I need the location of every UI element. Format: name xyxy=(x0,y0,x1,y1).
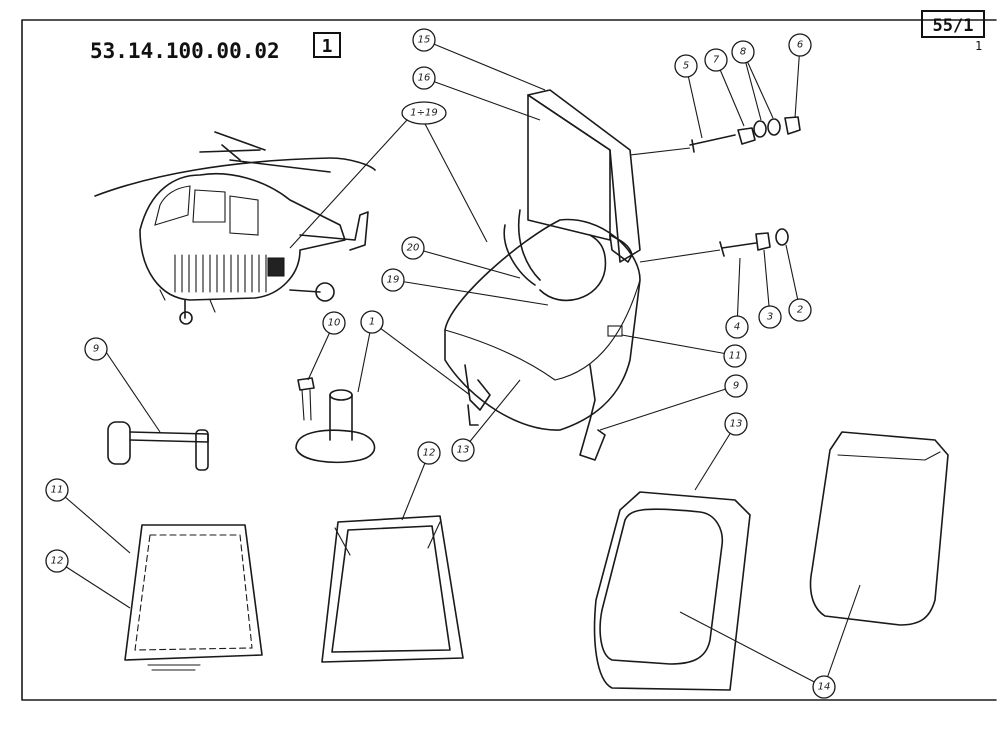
svg-text:19: 19 xyxy=(387,275,400,286)
socket-part-illustration xyxy=(295,377,376,464)
seat-assembly-illustration xyxy=(444,89,641,461)
sheet-sub-number: 1 xyxy=(975,39,982,53)
seat-cushion-illustration xyxy=(593,491,751,691)
svg-text:2: 2 xyxy=(797,305,803,316)
sheet-border xyxy=(21,19,997,701)
svg-text:13: 13 xyxy=(457,445,470,456)
svg-text:16: 16 xyxy=(418,73,431,84)
callout-3: 3 xyxy=(758,305,782,329)
svg-text:10: 10 xyxy=(328,318,341,329)
callout-4: 4 xyxy=(725,315,749,339)
callout-9-seat: 9 xyxy=(724,374,748,398)
svg-text:7: 7 xyxy=(713,55,720,66)
callout-1-19: 1÷19 xyxy=(401,101,447,125)
svg-text:3: 3 xyxy=(767,312,773,323)
callout-1: 1 xyxy=(360,310,384,334)
group-box xyxy=(313,32,341,58)
callout-11-frame: 11 xyxy=(45,478,69,502)
svg-text:5: 5 xyxy=(683,61,689,72)
svg-text:9: 9 xyxy=(93,344,99,355)
svg-text:11: 11 xyxy=(51,485,64,496)
svg-text:15: 15 xyxy=(418,35,431,46)
callout-20: 20 xyxy=(401,236,425,260)
callout-19: 19 xyxy=(381,268,405,292)
callout-11-seat: 11 xyxy=(723,344,747,368)
callout-14: 14 xyxy=(812,675,836,699)
frame-center-illustration xyxy=(321,515,464,663)
sheet-box xyxy=(921,10,985,38)
callout-12-center: 12 xyxy=(417,441,441,465)
svg-text:12: 12 xyxy=(423,448,436,459)
svg-text:20: 20 xyxy=(407,243,420,254)
svg-text:6: 6 xyxy=(797,40,803,51)
svg-text:8: 8 xyxy=(740,47,746,58)
callout-15: 15 xyxy=(412,28,436,52)
callout-8: 8 xyxy=(731,40,755,64)
callout-5: 5 xyxy=(674,54,698,78)
hinge-part-illustration xyxy=(107,421,209,471)
helicopter-illustration xyxy=(94,131,376,325)
callout-13-cushion: 13 xyxy=(724,412,748,436)
frame-left-illustration xyxy=(124,524,263,671)
back-cushion-illustration xyxy=(809,431,949,626)
group-number: 1 xyxy=(322,36,333,57)
svg-text:12: 12 xyxy=(51,556,64,567)
svg-text:4: 4 xyxy=(734,322,740,333)
callout-16: 16 xyxy=(412,66,436,90)
callout-7: 7 xyxy=(704,48,728,72)
callout-9-hinge: 9 xyxy=(84,337,108,361)
callout-6: 6 xyxy=(788,33,812,57)
sheet-number: 55/1 xyxy=(933,16,974,36)
callout-12-frame: 12 xyxy=(45,549,69,573)
svg-text:11: 11 xyxy=(729,351,742,362)
callout-10: 10 xyxy=(322,311,346,335)
svg-text:1: 1 xyxy=(369,317,375,328)
svg-text:9: 9 xyxy=(733,381,739,392)
svg-text:13: 13 xyxy=(730,419,743,430)
svg-text:14: 14 xyxy=(818,682,831,693)
callout-13-seat: 13 xyxy=(451,438,475,462)
svg-text:1÷19: 1÷19 xyxy=(410,108,437,119)
callout-2: 2 xyxy=(788,298,812,322)
bolts-and-nuts xyxy=(689,116,801,257)
part-number: 53.14.100.00.02 xyxy=(90,39,280,63)
